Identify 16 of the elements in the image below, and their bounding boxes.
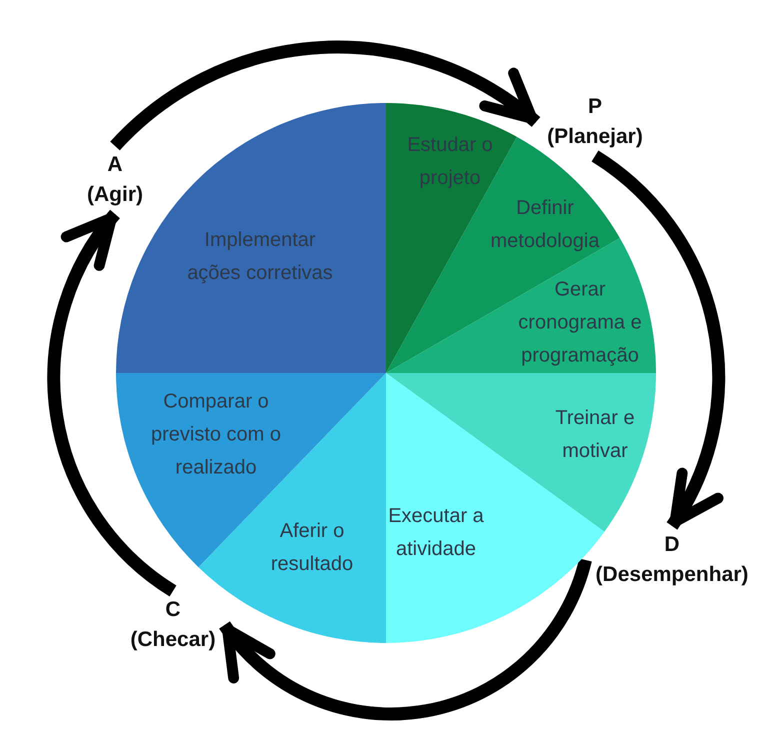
curved-arrow	[219, 558, 592, 720]
slice-label: Executar a atividade	[387, 504, 485, 562]
phase-label: P (Planejar)	[546, 94, 644, 150]
slice-label: Comparar o previsto com o realizado	[150, 390, 282, 480]
slice-label: Treinar e motivar	[554, 406, 636, 464]
slice-label: Estudar o projeto	[406, 133, 494, 191]
phase-label: C (Checar)	[129, 597, 217, 653]
slice-label: Implementar ações corretivas	[186, 228, 334, 286]
phase-label: D (Desempenhar)	[594, 532, 750, 588]
curved-arrow	[591, 150, 726, 530]
curved-arrow	[47, 210, 177, 596]
slice-label: Definir metodologia	[490, 196, 600, 254]
curved-arrow	[110, 41, 540, 151]
slice-label: Aferir o resultado	[270, 519, 354, 577]
phase-label: A (Agir)	[86, 152, 144, 208]
slice-label: Gerar cronograma e programação	[517, 278, 643, 368]
